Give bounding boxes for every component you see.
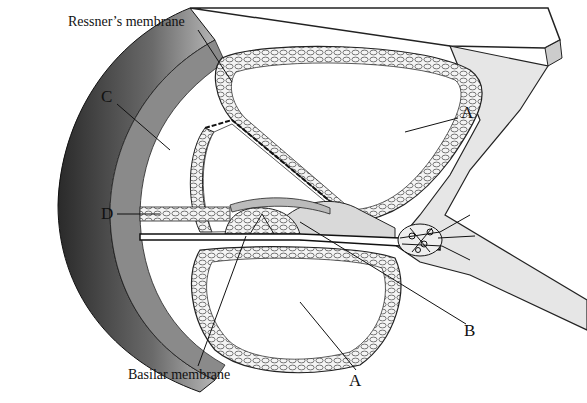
callout-letter: B: [464, 322, 475, 339]
corti-arch: [250, 214, 274, 234]
callout-letter: C: [101, 88, 112, 105]
leader-line: [405, 118, 458, 132]
organ-of-corti: [225, 208, 300, 234]
scala-tympani-lining: [192, 247, 401, 373]
leader-line: [117, 104, 170, 150]
leader-line: [117, 214, 160, 215]
callout-letter: A: [349, 372, 361, 389]
part-label: Ressner’s membrane: [68, 15, 185, 29]
callout-letter: A: [461, 104, 473, 121]
callout-letter: D: [101, 205, 113, 222]
bone-slab: [190, 8, 560, 48]
part-label: Basilar membrane: [128, 368, 230, 382]
leader-line: [300, 302, 356, 370]
leader-line: [198, 236, 246, 366]
bone-slab-edge: [545, 40, 562, 66]
leader-line: [300, 222, 466, 324]
leader-lines: [117, 30, 466, 370]
leader-line: [198, 30, 232, 82]
spiral-ganglion: [398, 215, 475, 260]
scala-tympani: [207, 258, 386, 359]
